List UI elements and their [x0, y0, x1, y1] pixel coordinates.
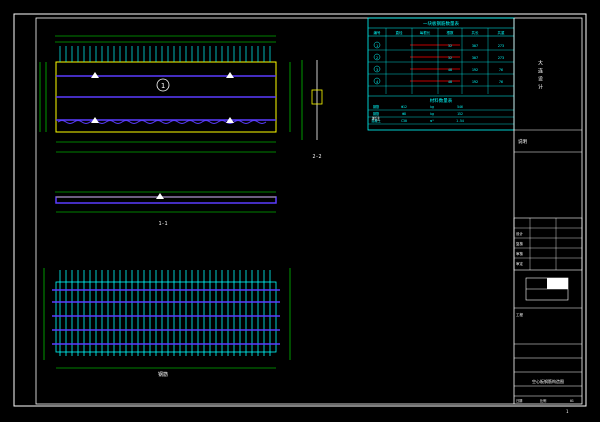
drawing-name: 空心板钢筋构造图 [532, 378, 564, 384]
title-block-heading: 大 连 设 计 [537, 59, 543, 90]
table-header-cell: 每根长 [420, 30, 431, 35]
table-mark-circle [373, 77, 381, 85]
notes-text: 说明 [518, 138, 527, 145]
table-cell: 2 [376, 56, 378, 60]
reinforcement-cage [55, 281, 277, 353]
notes-label: 附注 [372, 115, 380, 121]
plan-view: 1 [39, 35, 291, 153]
material-cell: kg [430, 112, 434, 116]
plan-wavy-bar [57, 120, 267, 124]
table-header-cell: 根数 [447, 30, 455, 35]
review-label: 审核 [516, 251, 524, 256]
design-label: 设计 [516, 231, 524, 236]
plan-section-label: 1 [161, 82, 165, 90]
plan-support-mark [91, 72, 99, 78]
page-number: 1 [566, 409, 569, 414]
table-mark-circle [373, 41, 381, 49]
material-cell: m³ [430, 119, 434, 123]
material-cell: 钢筋 [373, 111, 379, 116]
table-cell: 273 [498, 56, 504, 60]
approve-label: 审定 [516, 261, 524, 266]
elevation-view: 1-1 [55, 191, 277, 227]
material-cell: C30 [401, 119, 407, 123]
scale-label: 比例 [540, 398, 546, 403]
reinforcement-main-bars [52, 289, 280, 345]
table-cell: 32 [448, 56, 452, 60]
side-section: 2-2 [301, 60, 323, 160]
date-label: 日期 [516, 398, 522, 403]
table-header-cell: 编号 [374, 30, 382, 35]
table-mark-circle [373, 53, 381, 61]
rebar-table-grid: 编号 直径 每根长 根数 共长 共重 1 32 307 273 2 32 307 273 3 48 192 76 4… [368, 27, 514, 125]
material-cell: 1.54 [456, 119, 464, 123]
table-cell: 192 [472, 68, 478, 72]
plan-support-mark [226, 72, 234, 78]
outer-frame [13, 13, 587, 407]
check-label: 复核 [516, 241, 524, 246]
table-cell: 307 [472, 44, 478, 48]
material-cell: kg [430, 105, 434, 109]
material-cell: 混凝土 [371, 118, 381, 123]
table-cell: 32 [448, 44, 452, 48]
table-cell: 192 [472, 80, 478, 84]
table-header-cell: 直径 [396, 30, 404, 35]
material-cell: 钢筋 [373, 104, 379, 109]
material-cell: Φ12 [401, 105, 407, 109]
table-cell: 4 [376, 80, 378, 84]
table-cell: 48 [448, 68, 452, 72]
plan-support-mark [91, 117, 99, 123]
rebar-table-title: 一块板钢筋数量表 [423, 20, 459, 27]
side-section-outline [311, 89, 323, 105]
table-mark-circle [373, 65, 381, 73]
title-block-logo-fill [547, 278, 568, 289]
material-table-title: 材料数量表 [430, 97, 453, 104]
table-cell: 76 [499, 80, 503, 84]
reinforcement-view: 钢筋 [43, 268, 291, 378]
material-cell: 546 [457, 105, 463, 109]
table-header-cell: 共长 [472, 30, 480, 35]
rebar-table: 一块板钢筋数量表 编号 直径 每根长 根数 共长 共重 1 32 307 273 2 32 307 273… [367, 17, 515, 131]
plan-support-mark [226, 117, 234, 123]
table-cell: 307 [472, 56, 478, 60]
table-cell: 1 [376, 44, 378, 48]
inner-frame [35, 17, 583, 405]
table-header-cell: 共重 [498, 30, 506, 35]
table-cell: 76 [499, 68, 503, 72]
elevation-label: 1-1 [158, 221, 167, 227]
title-block: 大 连 设 计 设计 复核 审核 审定 工程 空心板钢筋构造图 日期 比例 01… [513, 18, 583, 414]
table-cell: 273 [498, 44, 504, 48]
reinforcement-label: 钢筋 [158, 371, 168, 378]
table-cell: 48 [448, 80, 452, 84]
material-cell: 152 [457, 112, 463, 116]
side-section-label: 2-2 [312, 154, 321, 160]
plan-distribution-bars [59, 46, 271, 62]
material-cell: Φ8 [402, 112, 406, 116]
table-cell: 3 [376, 68, 378, 72]
project-label: 工程 [516, 312, 524, 317]
reinforcement-vertical-bars [59, 270, 271, 356]
title-block-signature-grid [513, 217, 583, 271]
drawing-number: 01 [570, 399, 574, 403]
elevation-mark [156, 193, 164, 199]
plan-section-circle [156, 78, 170, 92]
elevation-slab [55, 196, 277, 204]
